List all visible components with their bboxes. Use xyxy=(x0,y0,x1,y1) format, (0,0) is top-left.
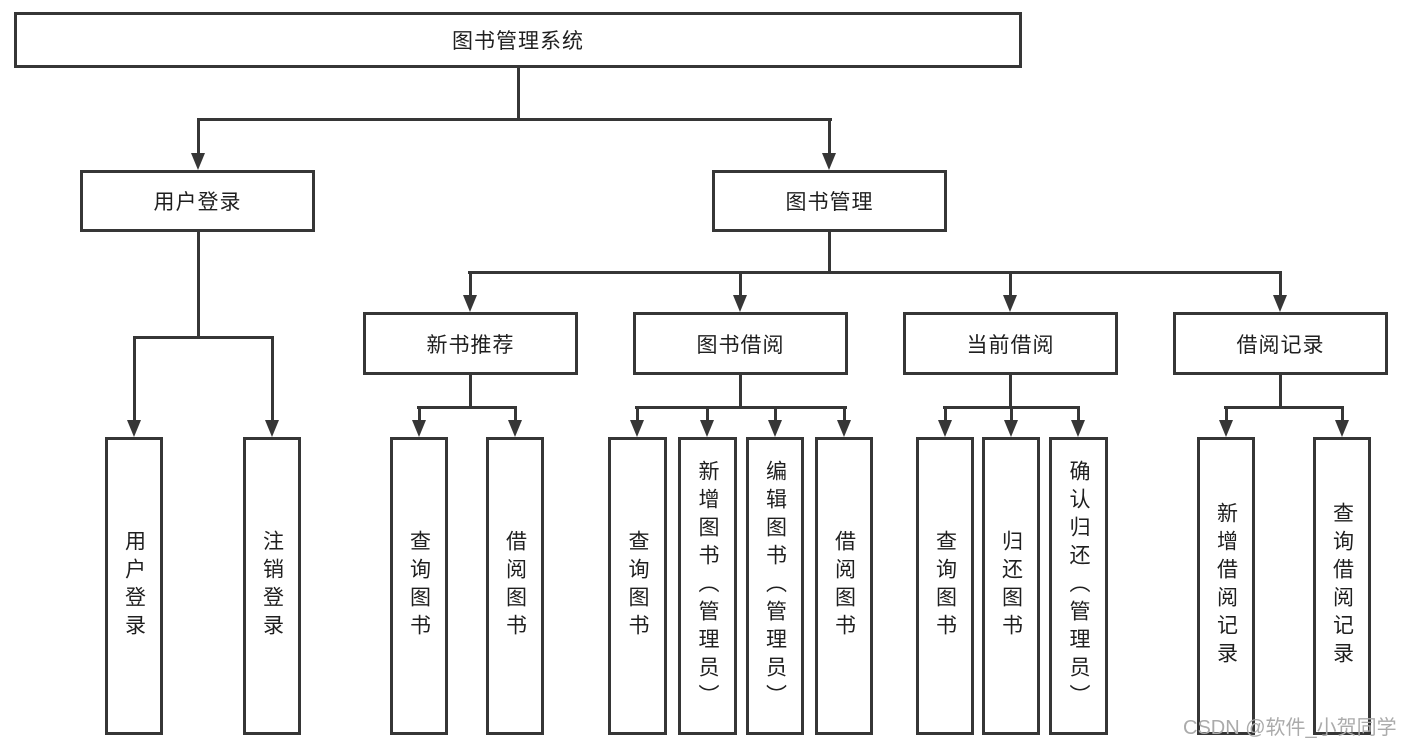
connector-line xyxy=(417,406,517,409)
node-label: 图书借阅 xyxy=(696,333,785,357)
arrow-down-icon xyxy=(1004,420,1018,437)
arrow-down-icon xyxy=(768,420,782,437)
connector-line xyxy=(197,232,200,339)
node-root-library-management-system: 图书管理系统 xyxy=(14,12,1022,68)
arrow-down-icon xyxy=(733,295,747,312)
arrow-down-icon xyxy=(837,420,851,437)
leaf-borrow-books: 借阅图书 xyxy=(815,437,873,735)
leaf-add-books-admin: 新增图书（管理员） xyxy=(678,437,737,735)
connector-line xyxy=(1225,406,1228,422)
connector-line xyxy=(1009,271,1012,297)
arrow-down-icon xyxy=(265,420,279,437)
node-book-borrowing: 图书借阅 xyxy=(633,312,848,375)
leaf-query-books-recommend: 查询图书 xyxy=(390,437,448,735)
node-label: 归还图书 xyxy=(999,530,1023,642)
node-label: 查询图书 xyxy=(407,530,431,642)
leaf-user-login: 用户登录 xyxy=(105,437,163,735)
node-current-borrowing: 当前借阅 xyxy=(903,312,1118,375)
connector-line xyxy=(944,406,947,422)
connector-line xyxy=(843,406,846,422)
connector-line xyxy=(469,271,472,297)
leaf-query-books-borrowing: 查询图书 xyxy=(608,437,667,735)
arrow-down-icon xyxy=(1003,295,1017,312)
connector-line xyxy=(468,271,1282,274)
node-label: 用户登录 xyxy=(122,530,146,642)
connector-line xyxy=(706,406,709,422)
node-label: 图书管理 xyxy=(785,191,874,214)
connector-line xyxy=(1341,406,1344,422)
arrow-down-icon xyxy=(127,420,141,437)
arrow-down-icon xyxy=(508,420,522,437)
connector-line xyxy=(739,375,742,409)
arrow-down-icon xyxy=(1273,295,1287,312)
node-label: 用户登录 xyxy=(153,191,242,214)
node-label: 借阅记录 xyxy=(1236,333,1325,357)
leaf-return-books: 归还图书 xyxy=(982,437,1040,735)
node-user-login: 用户登录 xyxy=(80,170,315,232)
node-label: 借阅图书 xyxy=(503,530,527,642)
connector-line xyxy=(418,406,421,422)
leaf-borrow-books-recommend: 借阅图书 xyxy=(486,437,544,735)
csdn-watermark: CSDN @软件_小贺同学 xyxy=(1183,717,1397,739)
connector-line xyxy=(1224,406,1344,409)
connector-line xyxy=(1010,406,1013,422)
connector-line xyxy=(271,336,274,422)
leaf-query-borrow-record: 查询借阅记录 xyxy=(1313,437,1371,735)
node-label: 新书推荐 xyxy=(426,333,515,357)
connector-line xyxy=(197,118,832,121)
arrow-down-icon xyxy=(1071,420,1085,437)
connector-line xyxy=(197,118,200,154)
node-label: 新增图书（管理员） xyxy=(696,460,719,712)
node-label: 借阅图书 xyxy=(832,530,856,642)
node-borrowing-records: 借阅记录 xyxy=(1173,312,1388,375)
node-label: 确认归还（管理员） xyxy=(1067,460,1090,712)
connector-line xyxy=(1279,271,1282,297)
connector-line xyxy=(1077,406,1080,422)
node-label: 注销登录 xyxy=(260,530,284,642)
node-label: 图书管理系统 xyxy=(452,30,584,53)
node-label: 新增借阅记录 xyxy=(1214,502,1238,670)
arrow-down-icon xyxy=(938,420,952,437)
connector-line xyxy=(739,271,742,297)
arrow-down-icon xyxy=(1335,420,1349,437)
connector-line xyxy=(1279,375,1282,409)
leaf-add-borrow-record: 新增借阅记录 xyxy=(1197,437,1255,735)
node-label: 当前借阅 xyxy=(966,333,1055,357)
connector-line xyxy=(828,118,831,154)
connector-line xyxy=(514,406,517,422)
connector-line xyxy=(635,406,847,409)
arrow-down-icon xyxy=(463,295,477,312)
connector-line xyxy=(636,406,639,422)
leaf-edit-books-admin: 编辑图书（管理员） xyxy=(746,437,804,735)
leaf-confirm-return-admin: 确认归还（管理员） xyxy=(1049,437,1108,735)
connector-line xyxy=(517,66,520,121)
connector-line xyxy=(133,336,274,339)
node-label: 查询图书 xyxy=(933,530,957,642)
leaf-logout: 注销登录 xyxy=(243,437,301,735)
node-label: 查询借阅记录 xyxy=(1330,502,1354,670)
arrow-down-icon xyxy=(1219,420,1233,437)
leaf-query-books-current: 查询图书 xyxy=(916,437,974,735)
arrow-down-icon xyxy=(191,153,205,170)
node-label: 编辑图书（管理员） xyxy=(763,460,787,712)
arrow-down-icon xyxy=(822,153,836,170)
connector-line xyxy=(133,336,136,422)
connector-line xyxy=(828,232,831,274)
connector-line xyxy=(774,406,777,422)
connector-line xyxy=(1009,375,1012,409)
arrow-down-icon xyxy=(630,420,644,437)
connector-line xyxy=(469,375,472,409)
node-new-book-recommend: 新书推荐 xyxy=(363,312,578,375)
arrow-down-icon xyxy=(700,420,714,437)
node-book-management: 图书管理 xyxy=(712,170,947,232)
arrow-down-icon xyxy=(412,420,426,437)
node-label: 查询图书 xyxy=(626,530,649,642)
